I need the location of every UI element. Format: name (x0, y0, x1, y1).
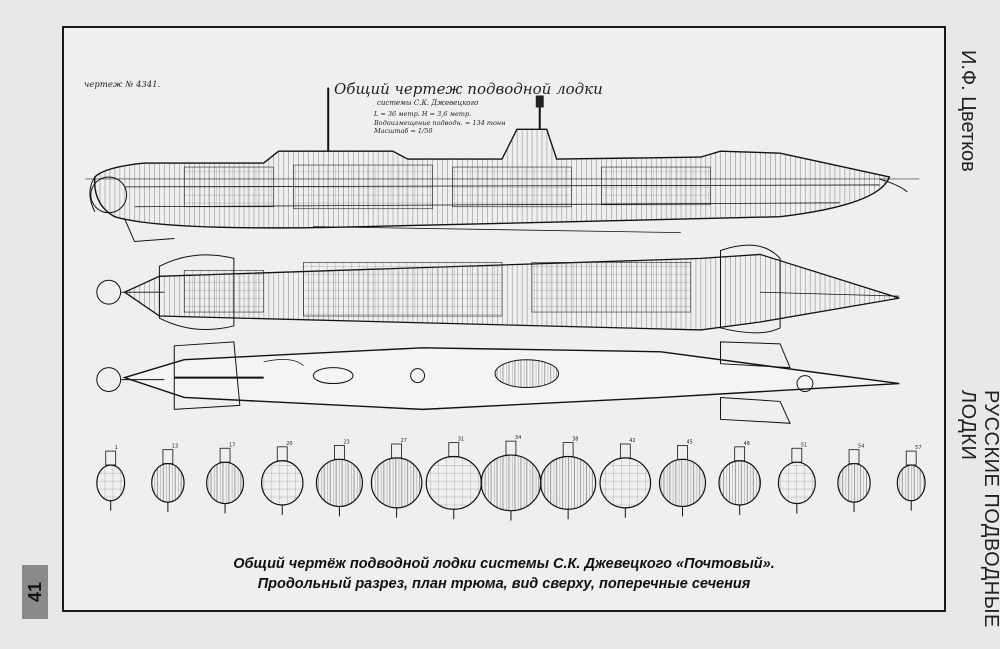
cross-section: 54 (837, 444, 871, 513)
section-label: 42 (629, 438, 635, 444)
figure-caption-line2: Продольный разрез, план трюма, вид сверх… (257, 576, 751, 592)
figure-caption-line1: Общий чертёж подводной лодки системы С.К… (233, 556, 775, 572)
cross-sections: 1 13 17 20 23 27 31 34 38 42 45 48 51 54 57 (96, 435, 926, 521)
cross-section: 42 (599, 438, 652, 518)
section-label: 1 (115, 445, 118, 451)
spec-line: Водоизмещение подводн. = 134 тонн (374, 118, 506, 127)
drawing-frame: 1 13 17 20 23 27 31 34 38 42 45 48 51 54 57 чертеж № 4… (62, 26, 946, 612)
section-label: 54 (858, 444, 864, 450)
cross-section: 48 (718, 441, 761, 515)
section-label: 48 (744, 441, 750, 447)
cross-section: 1 (96, 445, 126, 511)
cross-section: 34 (480, 435, 542, 521)
page-number: 41 (24, 581, 45, 603)
spec-line: Масштаб = 1/50 (374, 127, 433, 135)
page-number-tab: 41 (22, 565, 48, 619)
section-label: 27 (401, 438, 407, 444)
spec-line: L = 36 метр. Н = 3,6 метр. (374, 110, 472, 118)
drawing-spec: L = 36 метр. Н = 3,6 метр. Водоизмещение… (374, 110, 506, 136)
cross-section: 51 (777, 442, 816, 514)
cross-section: 27 (370, 438, 423, 518)
section-label: 38 (572, 437, 578, 443)
section-label: 57 (915, 445, 921, 451)
cross-section: 57 (896, 445, 926, 511)
running-header-author: И.Ф. Цветков (957, 50, 979, 172)
section-label: 34 (515, 435, 521, 441)
submarine-drawing: 1 13 17 20 23 27 31 34 38 42 45 48 51 54 57 (84, 87, 926, 521)
section-label: 31 (458, 437, 464, 443)
cross-section: 23 (315, 439, 363, 517)
drawing-subtitle: системы С.К. Джевецкого (377, 99, 479, 107)
cross-section: 17 (206, 442, 245, 514)
running-header-book-title: РУССКИЕ ПОДВОДНЫЕ ЛОДКИ (957, 390, 1000, 628)
cross-section: 13 (151, 444, 185, 513)
longitudinal-section (89, 87, 908, 243)
section-label: 20 (286, 441, 292, 447)
cross-section: 31 (425, 437, 482, 520)
section-label: 45 (686, 439, 692, 445)
section-label: 51 (801, 442, 807, 448)
section-label: 13 (172, 444, 178, 450)
cross-section: 20 (260, 441, 304, 515)
cross-section: 45 (658, 439, 707, 517)
cross-section: 38 (540, 437, 597, 520)
top-view (96, 341, 900, 424)
hold-plan (96, 244, 900, 334)
drawing-number: чертеж № 4341. (84, 80, 161, 90)
section-label: 17 (229, 442, 235, 448)
section-label: 23 (343, 439, 349, 445)
drawing-title: Общий чертеж подводной лодки (334, 80, 603, 98)
